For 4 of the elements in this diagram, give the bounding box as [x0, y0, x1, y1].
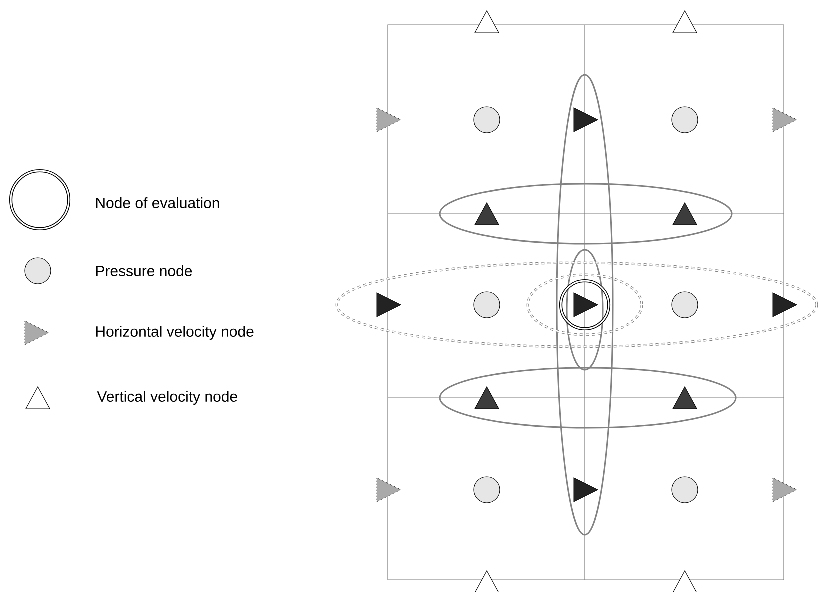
legend-label: Horizontal velocity node [96, 326, 254, 340]
legend-label: Pressure node [96, 266, 192, 276]
legend-label: Vertical velocity node [97, 391, 238, 405]
legend-label: Node of evaluation [96, 198, 220, 208]
